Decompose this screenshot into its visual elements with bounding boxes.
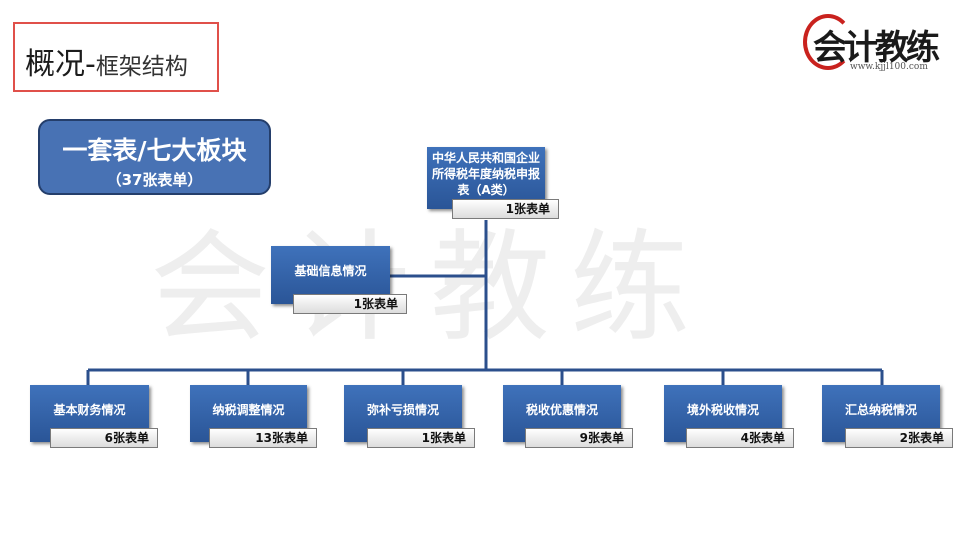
logo-ring-icon: [803, 14, 853, 70]
section-label: 基本财务情况: [53, 403, 126, 417]
section-count: 13张表单: [209, 428, 317, 448]
summary-badge: 一套表/七大板块 （37张表单）: [38, 119, 271, 195]
logo-brand-text: 会计教练: [813, 28, 940, 68]
section-count: 4张表单: [686, 428, 794, 448]
brand-logo: 会计教练 www.kjjl100.com: [803, 12, 945, 74]
section-count: 1张表单: [367, 428, 475, 448]
section-label: 税收优惠情况: [525, 403, 598, 417]
page-title: 概况-框架结构: [25, 39, 188, 83]
root-count: 1张表单: [452, 199, 559, 219]
section-count: 6张表单: [50, 428, 158, 448]
section-label: 境外税收情况: [686, 403, 759, 417]
section-count: 9张表单: [525, 428, 633, 448]
badge-title: 一套表/七大板块: [62, 136, 247, 165]
root-node: 中华人民共和国企业所得税年度纳税申报表（A类）: [427, 147, 545, 209]
section-label: 弥补亏损情况: [366, 403, 439, 417]
title-sub: 框架结构: [95, 54, 188, 80]
root-label: 中华人民共和国企业所得税年度纳税申报表（A类）: [431, 151, 540, 197]
title-dash: -: [85, 47, 96, 82]
section-label: 汇总纳税情况: [844, 403, 917, 417]
info-label: 基础信息情况: [294, 264, 367, 278]
section-count: 2张表单: [845, 428, 953, 448]
section-label: 纳税调整情况: [212, 403, 285, 417]
badge-subtitle: （37张表单）: [106, 171, 203, 189]
title-box: 概况-框架结构: [13, 22, 219, 92]
logo-url: www.kjjl100.com: [850, 62, 928, 72]
watermark: 会计教练: [150, 219, 710, 358]
title-main: 概况: [25, 47, 85, 82]
info-count: 1张表单: [293, 294, 407, 314]
